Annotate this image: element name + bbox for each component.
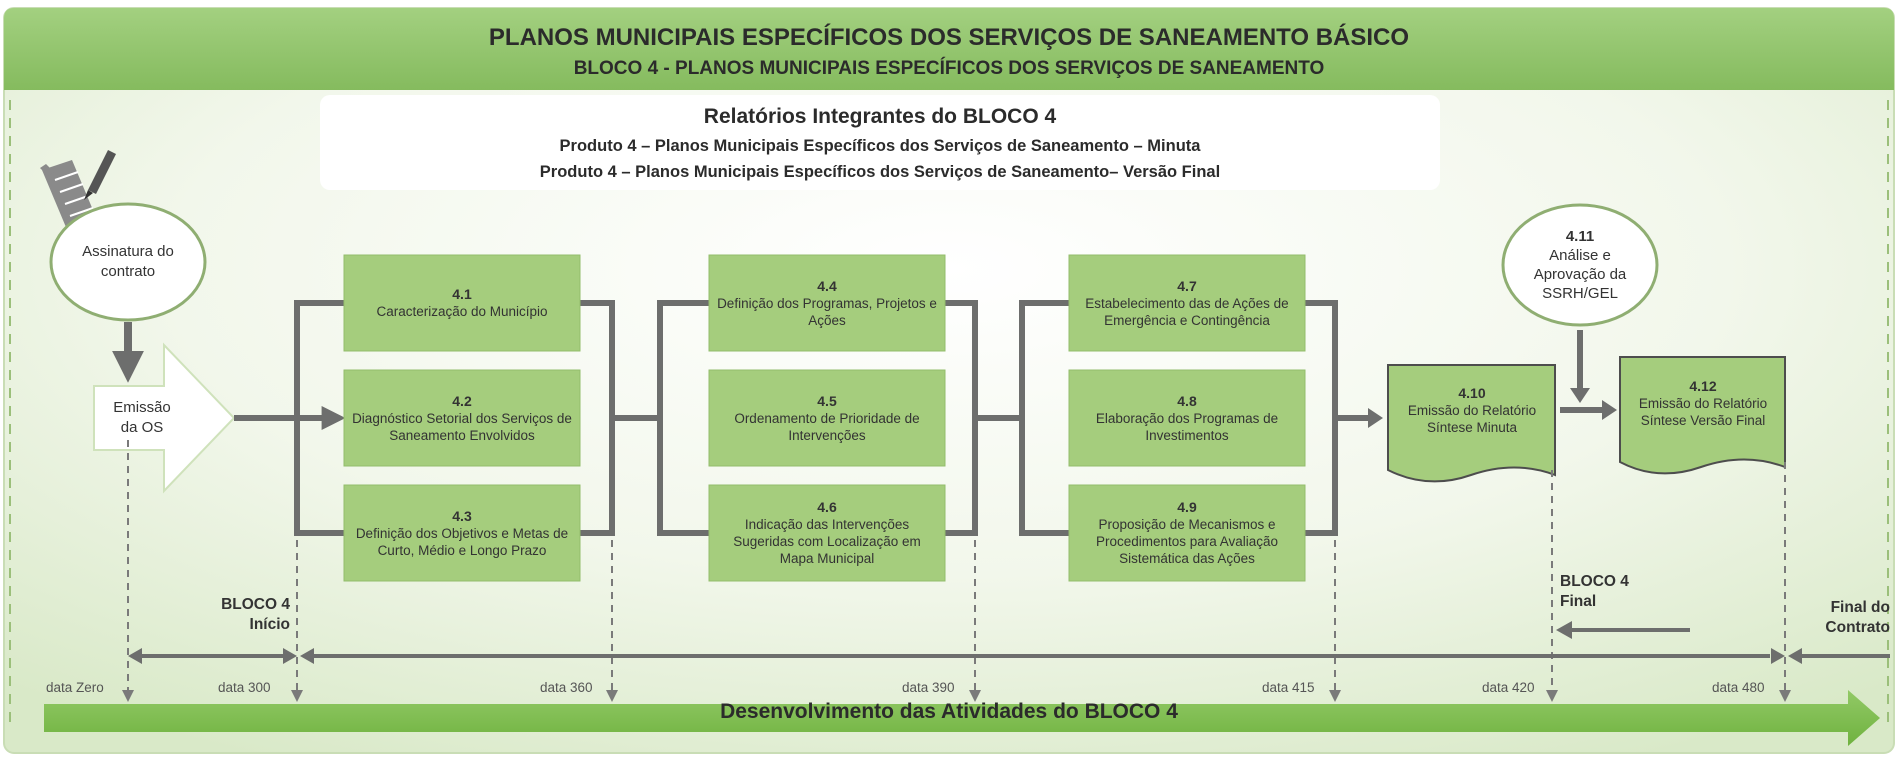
doc-4-10-shape (1387, 364, 1556, 483)
milestone-arrowheads (122, 690, 1791, 702)
activity-number: 4.9 (1177, 499, 1197, 515)
activity-label: Proposição de Mecanismos e Procedimentos… (1095, 517, 1279, 566)
doc-number: 4.10 (1458, 384, 1486, 401)
final-contrato-line2: Contrato (1825, 619, 1890, 636)
activity-4-5: 4.5 Ordenamento de Prioridade de Interve… (709, 370, 945, 466)
approval-label: Análise e Aprovação da SSRH/GEL (1533, 247, 1627, 302)
timeline-arrows (140, 628, 1890, 658)
contrato-label: Assinatura do contrato (82, 243, 174, 280)
doc-number: 4.12 (1689, 377, 1717, 394)
relatorios-box (320, 95, 1440, 190)
activity-4-8: 4.8 Elaboração dos Programas de Investim… (1069, 370, 1305, 466)
activity-number: 4.4 (817, 277, 837, 294)
approval-ellipse (1501, 203, 1659, 327)
header-subtitle: BLOCO 4 - PLANOS MUNICIPAIS ESPECÍFICOS … (573, 58, 1325, 79)
activity-4-3: 4.3 Definição dos Objetivos e Metas de C… (344, 485, 580, 581)
bloco-final-line2: Final (1560, 593, 1597, 610)
emissao-os-label-wrap: Emissão da OS (106, 392, 178, 444)
bloco-inicio-line2: Início (249, 616, 290, 633)
milestone-lines (127, 440, 1786, 690)
contrato-ellipse-label: Assinatura do contrato (68, 228, 188, 296)
relatorios-line-versao-final: Produto 4 – Planos Municipais Específico… (539, 163, 1221, 181)
doc-4-10: 4.10 Emissão do Relatório Síntese Minuta (1392, 362, 1552, 458)
activity-number: 4.2 (452, 392, 472, 409)
date-label-480: data 480 (1712, 680, 1765, 695)
emissao-os-arrow-shape (93, 342, 236, 494)
contrato-ellipse (49, 202, 207, 322)
activity-boxes (343, 254, 1306, 582)
activity-number: 4.7 (1177, 277, 1197, 294)
activity-label: Elaboração dos Programas de Investimento… (1095, 410, 1279, 443)
date-label-360: data 360 (540, 680, 593, 695)
activity-4-2: 4.2 Diagnóstico Setorial dos Serviços de… (344, 370, 580, 466)
activity-number: 4.5 (817, 392, 837, 409)
doc-4-12-shape (1619, 356, 1786, 475)
activity-label: Caracterização do Município (376, 304, 548, 319)
bloco-inicio-label: BLOCO 4 Início (190, 595, 290, 635)
activity-4-9: 4.9 Proposição de Mecanismos e Procedime… (1069, 485, 1305, 581)
activity-number: 4.1 (452, 286, 472, 302)
date-label-zero: data Zero (46, 680, 104, 695)
doc-label: Emissão do Relatório Síntese Versão Fina… (1638, 395, 1768, 428)
activity-number: 4.3 (452, 507, 472, 524)
approval-number: 4.11 (1565, 228, 1595, 245)
activity-number: 4.6 (817, 499, 837, 515)
doc-label: Emissão do Relatório Síntese Minuta (1407, 402, 1537, 435)
activity-label: Estabelecimento das de Ações de Emergênc… (1085, 295, 1289, 328)
activity-number: 4.8 (1177, 392, 1197, 409)
activity-4-6: 4.6 Indicação das Intervenções Sugeridas… (709, 485, 945, 581)
date-label-300: data 300 (218, 680, 271, 695)
date-label-390: data 390 (902, 680, 955, 695)
header-band (4, 8, 1894, 90)
final-contrato-line1: Final do (1830, 599, 1890, 616)
flow-connectors (234, 300, 1605, 536)
activity-label: Definição dos Objetivos e Metas de Curto… (355, 525, 569, 558)
timeline-arrowheads (128, 621, 1802, 664)
activity-label: Diagnóstico Setorial dos Serviços de San… (352, 410, 572, 443)
final-contrato-label: Final do Contrato (1790, 598, 1890, 638)
pen-icon (84, 150, 116, 200)
activity-label: Ordenamento de Prioridade de Intervençõe… (734, 410, 920, 443)
bloco-final-line1: BLOCO 4 (1560, 573, 1629, 590)
activity-label: Definição dos Programas, Projetos e Açõe… (717, 295, 937, 328)
activity-4-4: 4.4 Definição dos Programas, Projetos e … (709, 255, 945, 351)
doc-4-12: 4.12 Emissão do Relatório Síntese Versão… (1624, 355, 1782, 451)
emissao-os-label: Emissão da OS (113, 399, 171, 436)
bottom-arrow-label: Desenvolvimento das Atividades do BLOCO … (720, 700, 1178, 723)
date-label-415: data 415 (1262, 680, 1315, 695)
relatorios-line-minuta: Produto 4 – Planos Municipais Específico… (559, 137, 1201, 155)
activity-label: Indicação das Intervenções Sugeridas com… (733, 517, 921, 566)
activity-4-1: 4.1 Caracterização do Município (344, 255, 580, 351)
activity-4-7: 4.7 Estabelecimento das de Ações de Emer… (1069, 255, 1305, 351)
bloco-inicio-line1: BLOCO 4 (221, 596, 290, 613)
date-label-420: data 420 (1482, 680, 1535, 695)
approval-4-11: 4.11 Análise e Aprovação da SSRH/GEL (1515, 210, 1645, 320)
relatorios-title: Relatórios Integrantes do BLOCO 4 (703, 105, 1057, 128)
bloco-final-label: BLOCO 4 Final (1560, 572, 1660, 612)
header-title: PLANOS MUNICIPAIS ESPECÍFICOS DOS SERVIÇ… (488, 24, 1410, 51)
bottom-progress-arrow (44, 690, 1880, 746)
